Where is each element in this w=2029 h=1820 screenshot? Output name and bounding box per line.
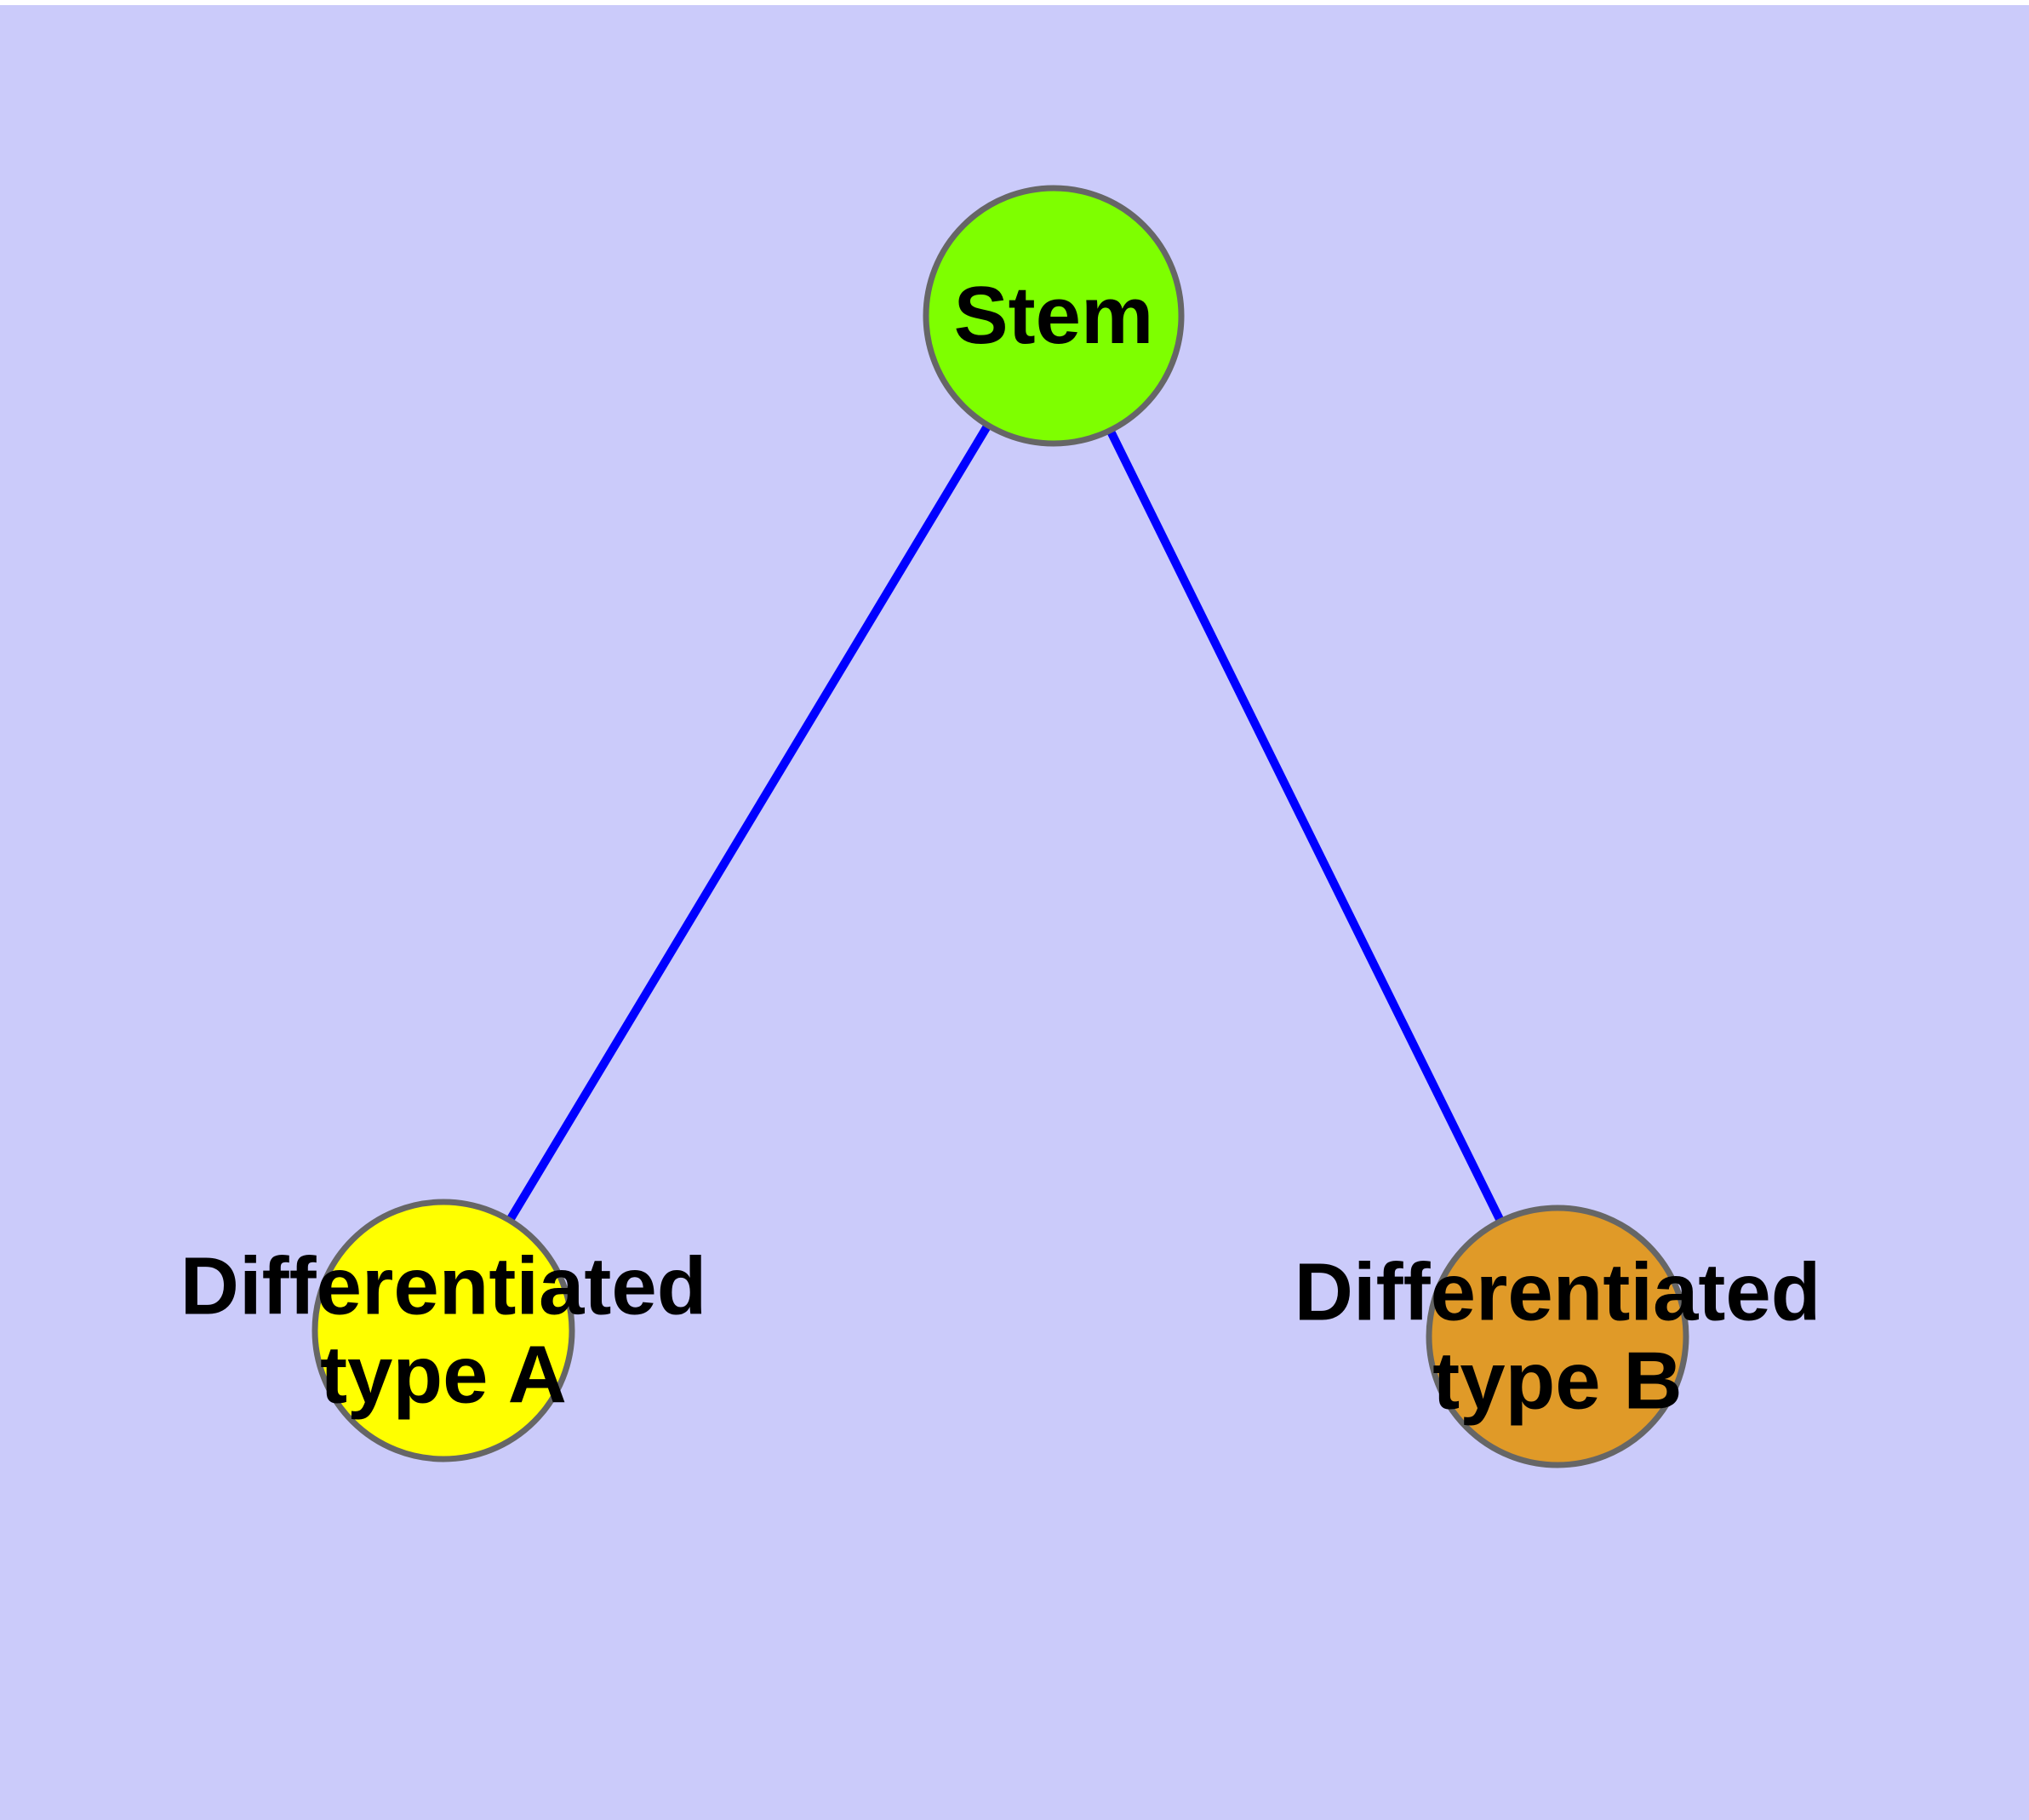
graph-edge-stem-diff_a bbox=[505, 421, 992, 1224]
graph-node-stem[interactable] bbox=[923, 185, 1185, 447]
graph-node-diff_b[interactable] bbox=[1426, 1205, 1689, 1468]
nodes-layer bbox=[311, 185, 1689, 1468]
graph-edge-stem-diff_b bbox=[1106, 426, 1506, 1225]
edges-layer bbox=[505, 421, 1506, 1225]
graph-node-diff_a[interactable] bbox=[311, 1199, 575, 1462]
top-white-strip bbox=[0, 0, 2029, 5]
